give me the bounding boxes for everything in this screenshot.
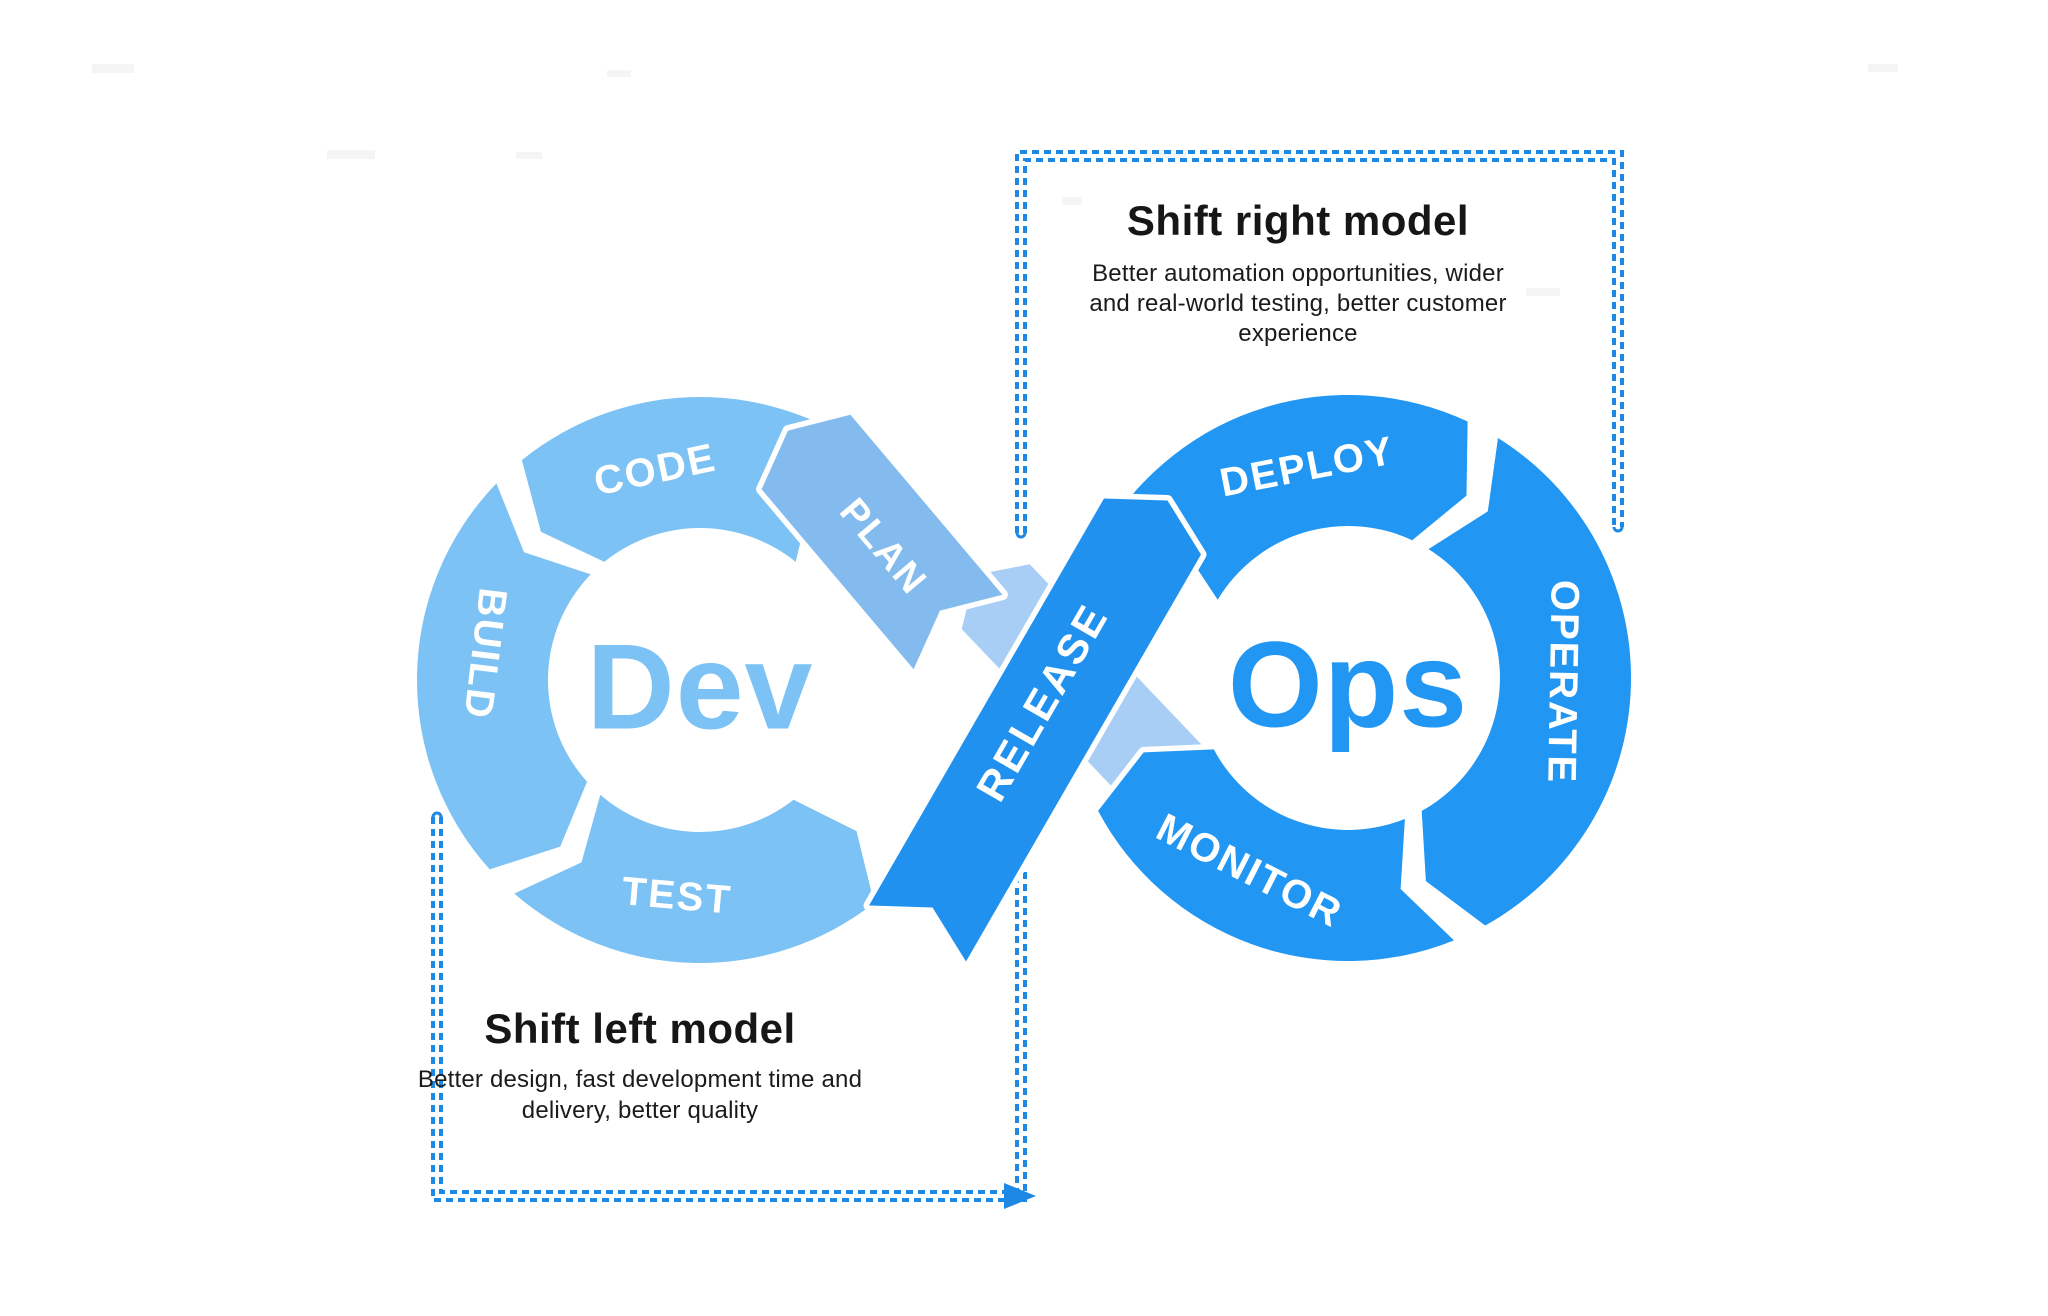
shift-left-callout: Shift left model Better design, fast dev… — [418, 811, 1036, 1209]
release-ribbon — [863, 493, 1207, 967]
shift-left-line: Better design, fast development time and — [418, 1066, 862, 1093]
dev-core-label: Dev — [587, 619, 814, 755]
infinity-loop — [411, 389, 1637, 969]
shift-right-line: and real-world testing, better customer — [1089, 290, 1506, 317]
ops-segment-monitor — [1092, 743, 1460, 967]
operate-label: OPERATE — [1539, 579, 1587, 784]
shift-right-line: Better automation opportunities, wider — [1092, 260, 1504, 287]
shift-left-border-inner — [439, 817, 1019, 1194]
ops-segment-operate — [1416, 432, 1637, 931]
dev-segment-build — [411, 477, 597, 875]
background-artifacts — [92, 64, 1898, 296]
shift-left-border-outer — [431, 817, 1027, 1202]
dev-segment-test — [508, 789, 880, 969]
shift-right-callout: Shift right model Better automation oppo… — [1015, 150, 1624, 539]
shift-left-title: Shift left model — [484, 1005, 795, 1052]
dev-segment-plan — [756, 409, 1008, 675]
shift-right-border-inner — [1023, 158, 1616, 533]
shift-left-line: delivery, better quality — [522, 1097, 758, 1124]
shift-right-title: Shift right model — [1127, 197, 1469, 244]
border-cap — [1612, 526, 1624, 533]
border-cap — [1015, 532, 1027, 539]
border-cap — [431, 811, 443, 818]
border-arrowhead-icon — [1004, 1183, 1036, 1209]
shift-right-line: experience — [1238, 320, 1357, 347]
ops-core-label: Ops — [1228, 617, 1468, 753]
test-label: TEST — [620, 869, 734, 922]
